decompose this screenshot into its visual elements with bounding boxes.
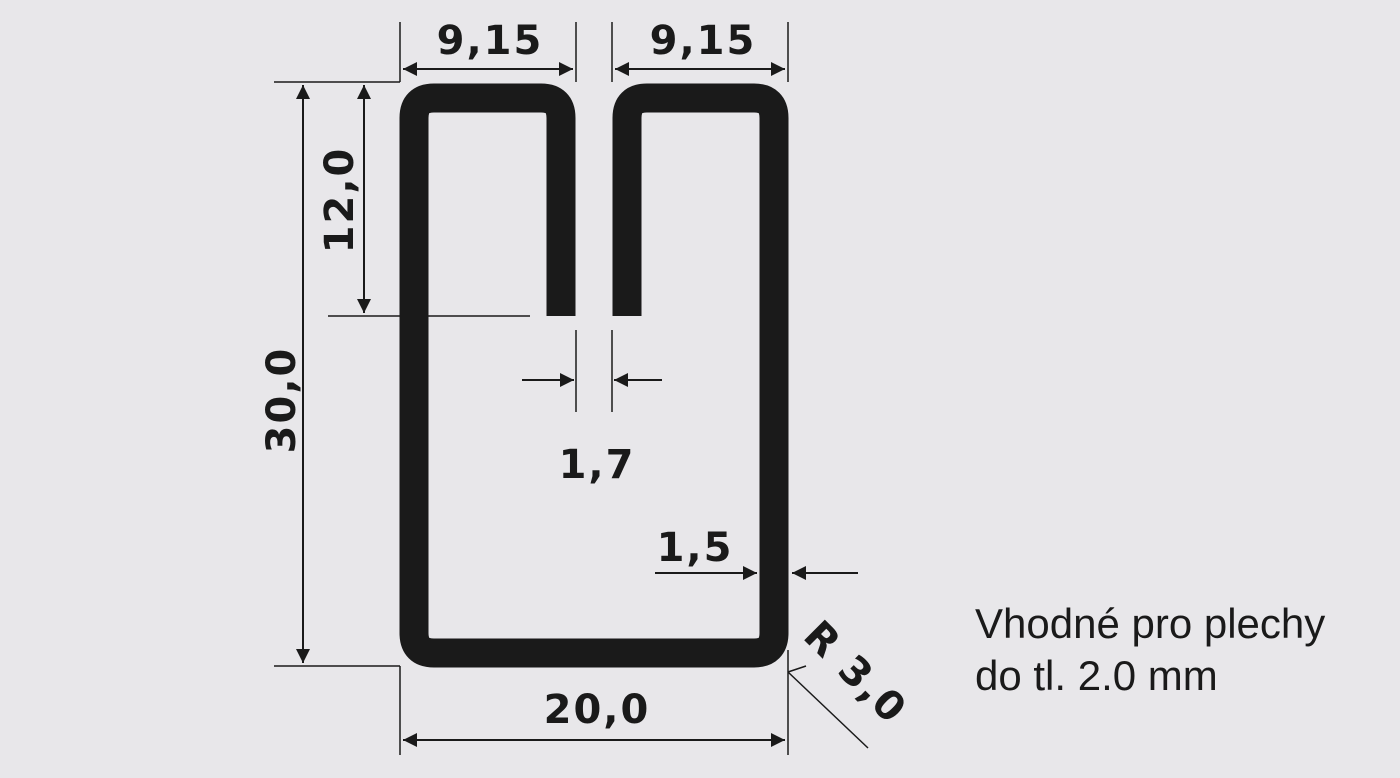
- dim-label-top-right: 9,15: [650, 18, 757, 64]
- dim-label-total-height: 30,0: [259, 347, 305, 454]
- dim-label-radius: R 3,0: [795, 612, 916, 733]
- dim-label-slot-depth: 12,0: [317, 147, 363, 254]
- suitability-note: Vhodné pro plechy do tl. 2.0 mm: [975, 598, 1325, 702]
- note-line-1: Vhodné pro plechy: [975, 600, 1326, 647]
- dim-label-total-width: 20,0: [544, 687, 651, 733]
- dim-label-top-left: 9,15: [437, 18, 544, 64]
- radius-leader-b: [787, 665, 807, 673]
- radius-leader-a: [787, 671, 869, 749]
- dim-label-wall: 1,5: [657, 525, 734, 571]
- note-line-2: do tl. 2.0 mm: [975, 652, 1218, 699]
- profile-outline: [399, 83, 789, 668]
- dim-label-gap: 1,7: [559, 442, 636, 488]
